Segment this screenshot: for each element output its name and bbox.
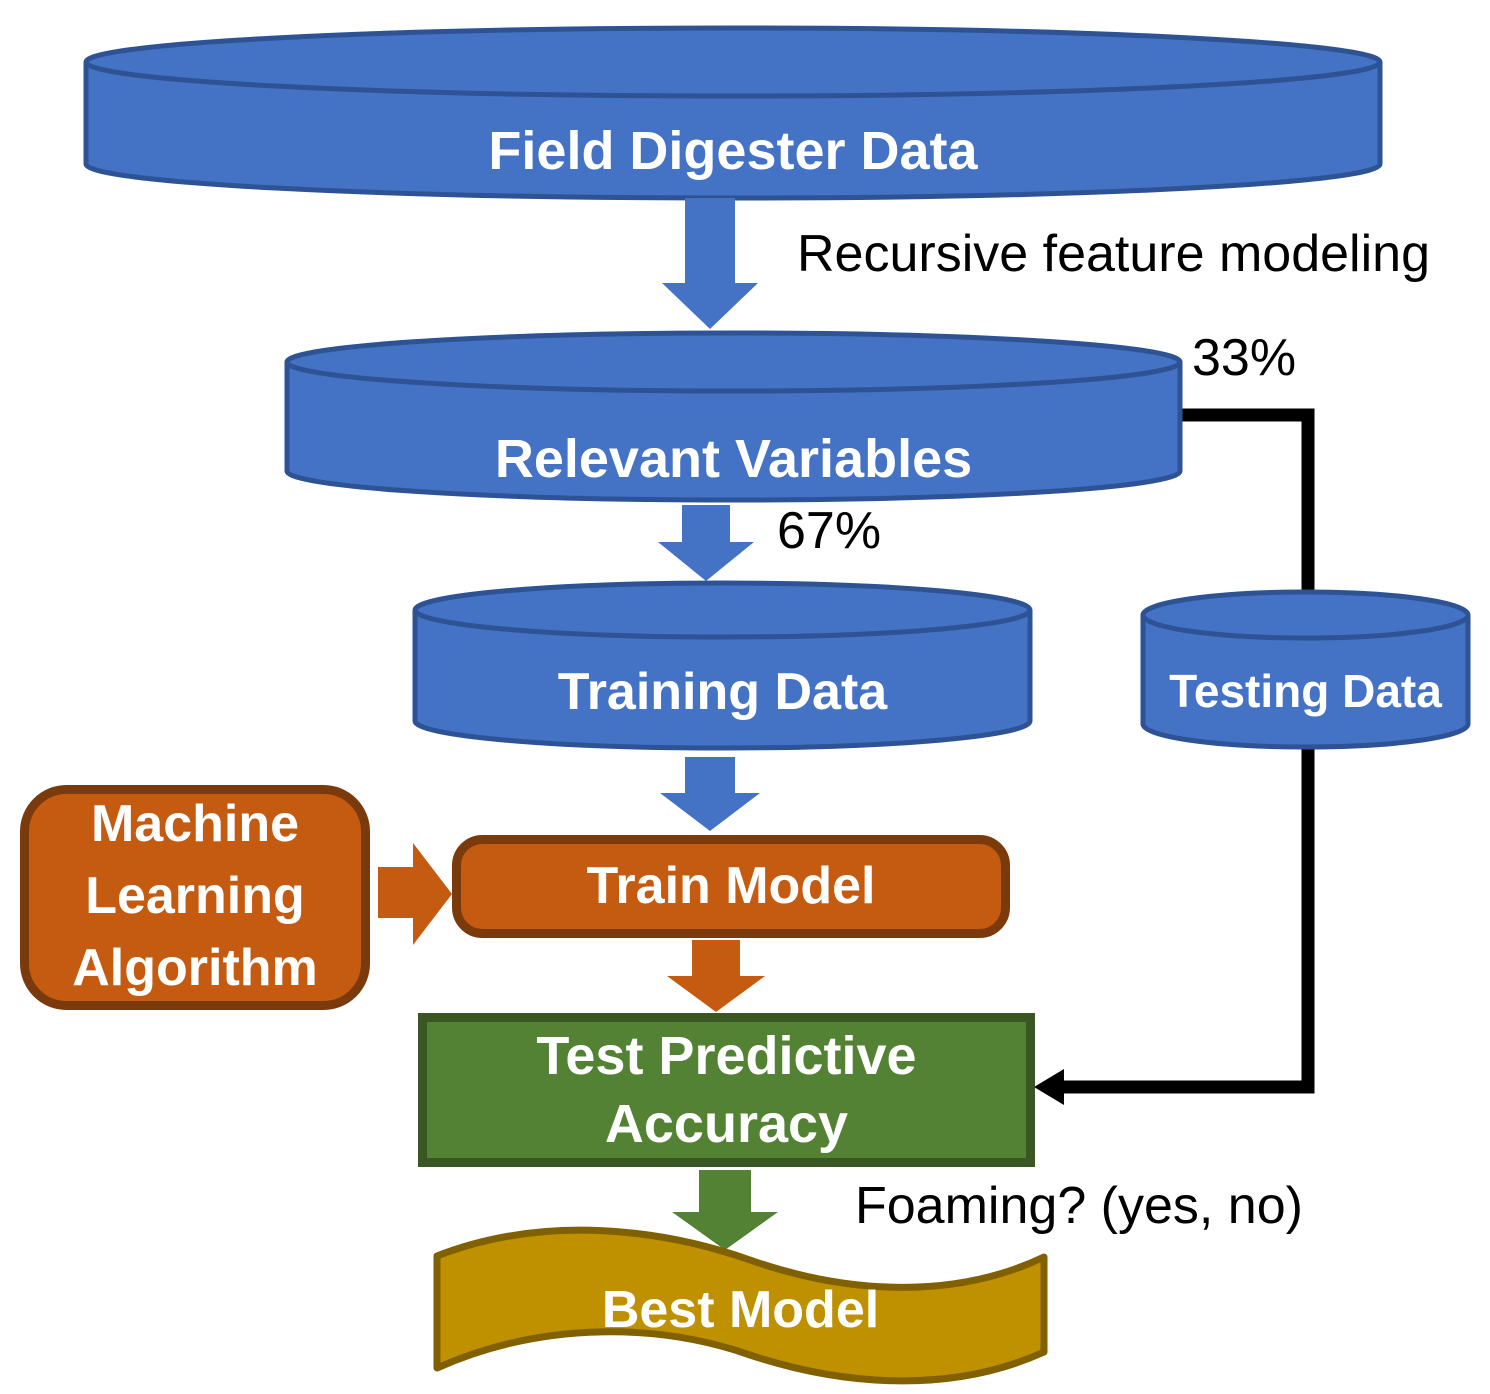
recursive-feature-modeling-annotation: Recursive feature modeling — [797, 225, 1430, 283]
flow-arrow-test-to-best — [672, 1170, 778, 1250]
flow-arrow-relevant-to-training — [658, 505, 754, 581]
testing-data-label: Testing Data — [1169, 665, 1442, 717]
testing-data-cylinder — [1140, 589, 1471, 750]
relevant-variables-cylinder — [284, 330, 1183, 503]
flow-arrow-trainmodel-to-test — [667, 940, 765, 1012]
test-accuracy-label: Test Predictive Accuracy — [536, 1026, 917, 1155]
test-accuracy-box — [418, 1013, 1035, 1167]
best-model-label: Best Model — [601, 1281, 880, 1339]
split-connector-arrowhead — [1034, 1069, 1064, 1105]
training-data-cylinder — [412, 580, 1033, 751]
relevant-variables-label: Relevant Variables — [494, 429, 973, 489]
field-digester-label: Field Digester Data — [488, 121, 978, 181]
ml-algorithm-box — [20, 785, 370, 1010]
train-model-box — [452, 835, 1010, 938]
training-data-label: Training Data — [557, 663, 888, 721]
field-digester-cylinder — [83, 25, 1383, 201]
split-connector-line — [1058, 408, 1315, 1094]
split-33-percent-annotation: 33% — [1192, 329, 1297, 387]
flow-arrow-ml-to-trainmodel — [378, 843, 452, 945]
flow-arrow-training-to-trainmodel — [660, 757, 760, 831]
train-model-label: Train Model — [586, 857, 876, 915]
flow-arrow-field-to-relevant — [662, 198, 758, 329]
ml-algorithm-label: Machine Learning Algorithm — [72, 795, 318, 997]
foaming-question-annotation: Foaming? (yes, no) — [855, 1177, 1303, 1235]
split-67-percent-annotation: 67% — [777, 502, 882, 560]
best-model-wave — [433, 1226, 1048, 1385]
